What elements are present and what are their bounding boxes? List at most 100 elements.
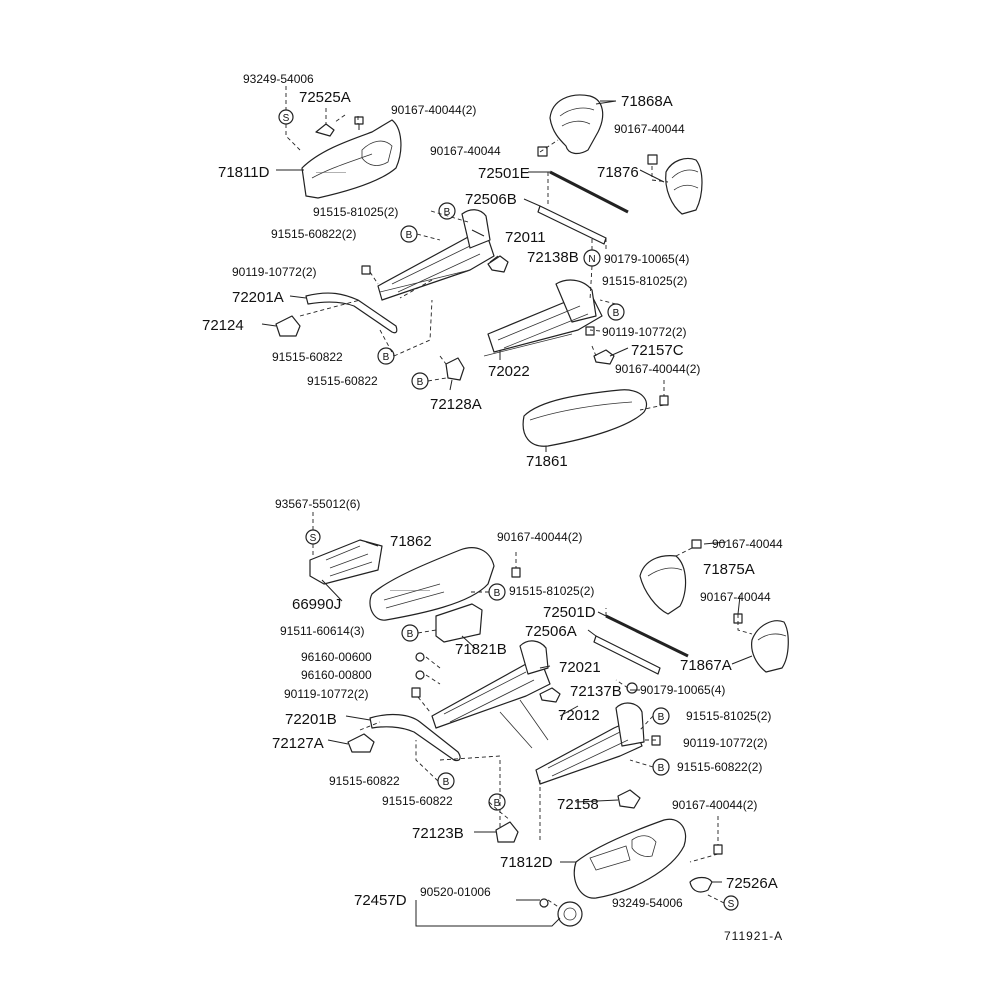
b-symbol-b2-label: B	[407, 629, 414, 640]
dashed-guides-bottom	[312, 512, 753, 909]
label-72128a: 72128A	[430, 396, 482, 413]
label-72501e: 72501E	[478, 165, 530, 182]
cover-71875a-detail	[647, 567, 683, 577]
label-72138b: 72138B	[527, 249, 579, 266]
label-93249-54006: 93249-54006	[243, 72, 314, 86]
b-symbol-b4-label: B	[658, 763, 665, 774]
bolt-90119-bottom-right	[651, 735, 661, 746]
label-91515-81025-2-a: 91515-81025(2)	[313, 205, 398, 219]
track-72011	[377, 209, 495, 301]
labels-bottom: 93567-55012(6) 71862 90167-40044(2) 9016…	[272, 497, 783, 910]
label-72022: 72022	[488, 363, 530, 380]
label-96160-00800: 96160-00800	[301, 668, 372, 682]
label-91515-81025-2-c: 91515-81025(2)	[509, 584, 594, 598]
label-72506a: 72506A	[525, 623, 577, 640]
b-symbol-t3-label: B	[613, 308, 620, 319]
label-72021: 72021	[559, 659, 601, 676]
bracket-71821b	[435, 603, 483, 643]
clip-72525a	[315, 123, 335, 137]
label-72506b: 72506B	[465, 191, 517, 208]
screw-90167-bottom-lower	[713, 844, 723, 855]
screw-90167-bottom-cover	[511, 567, 521, 578]
label-90167-40044-d: 90167-40044	[700, 590, 771, 604]
label-90167-40044-b: 90167-40044	[430, 144, 501, 158]
label-90119-10772-2-b: 90119-10772(2)	[602, 325, 687, 339]
screw-symbol-93567-label: S	[310, 533, 317, 544]
label-91515-60822-c: 91515-60822	[329, 774, 400, 788]
washer-90179-bottom	[626, 682, 638, 694]
label-90167-40044-2-d: 90167-40044(2)	[672, 798, 757, 812]
label-90119-10772-2-a: 90119-10772(2)	[232, 265, 317, 279]
nut-96160-00800	[415, 670, 425, 680]
label-90119-10772-2-d: 90119-10772(2)	[683, 736, 768, 750]
label-72158: 72158	[557, 796, 599, 813]
label-90167-40044-a: 90167-40044	[614, 122, 685, 136]
label-72157c: 72157C	[631, 342, 684, 359]
label-90167-40044-2-b: 90167-40044(2)	[615, 362, 700, 376]
b-symbol-t4-label: B	[383, 352, 390, 363]
b-symbol-t1	[438, 202, 456, 220]
screw-90167-right-top	[647, 154, 658, 165]
label-90179-10065-4-b: 90179-10065(4)	[640, 683, 725, 697]
diagram-reference-id: 711921-A	[724, 929, 783, 943]
label-90520-01006: 90520-01006	[420, 885, 491, 899]
knob-72128a	[445, 357, 465, 381]
knob-72457d	[557, 901, 583, 927]
nut-96160-00600	[415, 652, 425, 662]
label-90167-40044-c: 90167-40044	[712, 537, 783, 551]
label-71861: 71861	[526, 453, 568, 470]
b-symbol-b5-label: B	[443, 777, 450, 788]
bolt-90119-top-right	[585, 326, 595, 336]
label-71876: 71876	[597, 164, 639, 181]
screw-symbol-label: S	[283, 113, 290, 124]
label-72127a: 72127A	[272, 735, 324, 752]
b-symbol-b3-label: B	[658, 712, 665, 723]
side-cover-71811d	[301, 119, 402, 199]
bolt-90119-bottom-left	[411, 687, 421, 698]
side-cover-71862	[369, 547, 495, 621]
lever-72201b	[369, 713, 461, 762]
label-91515-81025-2-b: 91515-81025(2)	[602, 274, 687, 288]
bottom-assembly: S	[305, 512, 789, 927]
clip-90520	[539, 898, 549, 908]
label-72012: 72012	[558, 707, 600, 724]
clip-72157c	[593, 349, 615, 365]
label-91515-81025-2-d: 91515-81025(2)	[686, 709, 771, 723]
bracket-cover-71868a	[549, 94, 604, 155]
b-symbol-t5-label: B	[417, 377, 424, 388]
label-71812d: 71812D	[500, 854, 553, 871]
b-symbol-t2-label: B	[406, 230, 413, 241]
b-symbol-b6-label: B	[494, 798, 501, 809]
bracket-cover-detail	[559, 107, 595, 127]
label-72201b: 72201B	[285, 711, 337, 728]
label-66990j: 66990J	[292, 596, 341, 613]
label-71868a: 71868A	[621, 93, 673, 110]
dashed-guides-top	[285, 86, 669, 411]
bar-72506a	[593, 635, 661, 675]
s-symbol-b7-label: S	[728, 899, 735, 910]
cover-71876	[665, 157, 703, 215]
label-72123b: 72123B	[412, 825, 464, 842]
label-90119-10772-2-c: 90119-10772(2)	[284, 687, 369, 701]
bar-72506b	[537, 205, 607, 245]
b-symbol-b1-label: B	[494, 588, 501, 599]
label-72457d: 72457D	[354, 892, 407, 909]
cover-71867a	[751, 620, 789, 673]
label-91515-60822-b: 91515-60822	[307, 374, 378, 388]
pad-66990j	[309, 539, 383, 585]
label-72124: 72124	[202, 317, 244, 334]
label-72525a: 72525A	[299, 89, 351, 106]
leaders-bottom	[321, 541, 753, 927]
label-71811d: 71811D	[218, 164, 270, 181]
clip-72526a	[689, 876, 713, 893]
label-72137b: 72137B	[570, 683, 622, 700]
top-assembly: S	[261, 86, 703, 452]
bolt-90119-top-left	[361, 265, 371, 275]
screw-90167-top-lower	[659, 395, 669, 406]
screw-90167-mid-top	[537, 146, 548, 157]
n-symbol-t-label: N	[588, 254, 595, 265]
b-symbol-t1-label: B	[444, 207, 451, 218]
label-72201a: 72201A	[232, 289, 284, 306]
label-71867a: 71867A	[680, 657, 732, 674]
label-93249-54006-b: 93249-54006	[612, 896, 683, 910]
